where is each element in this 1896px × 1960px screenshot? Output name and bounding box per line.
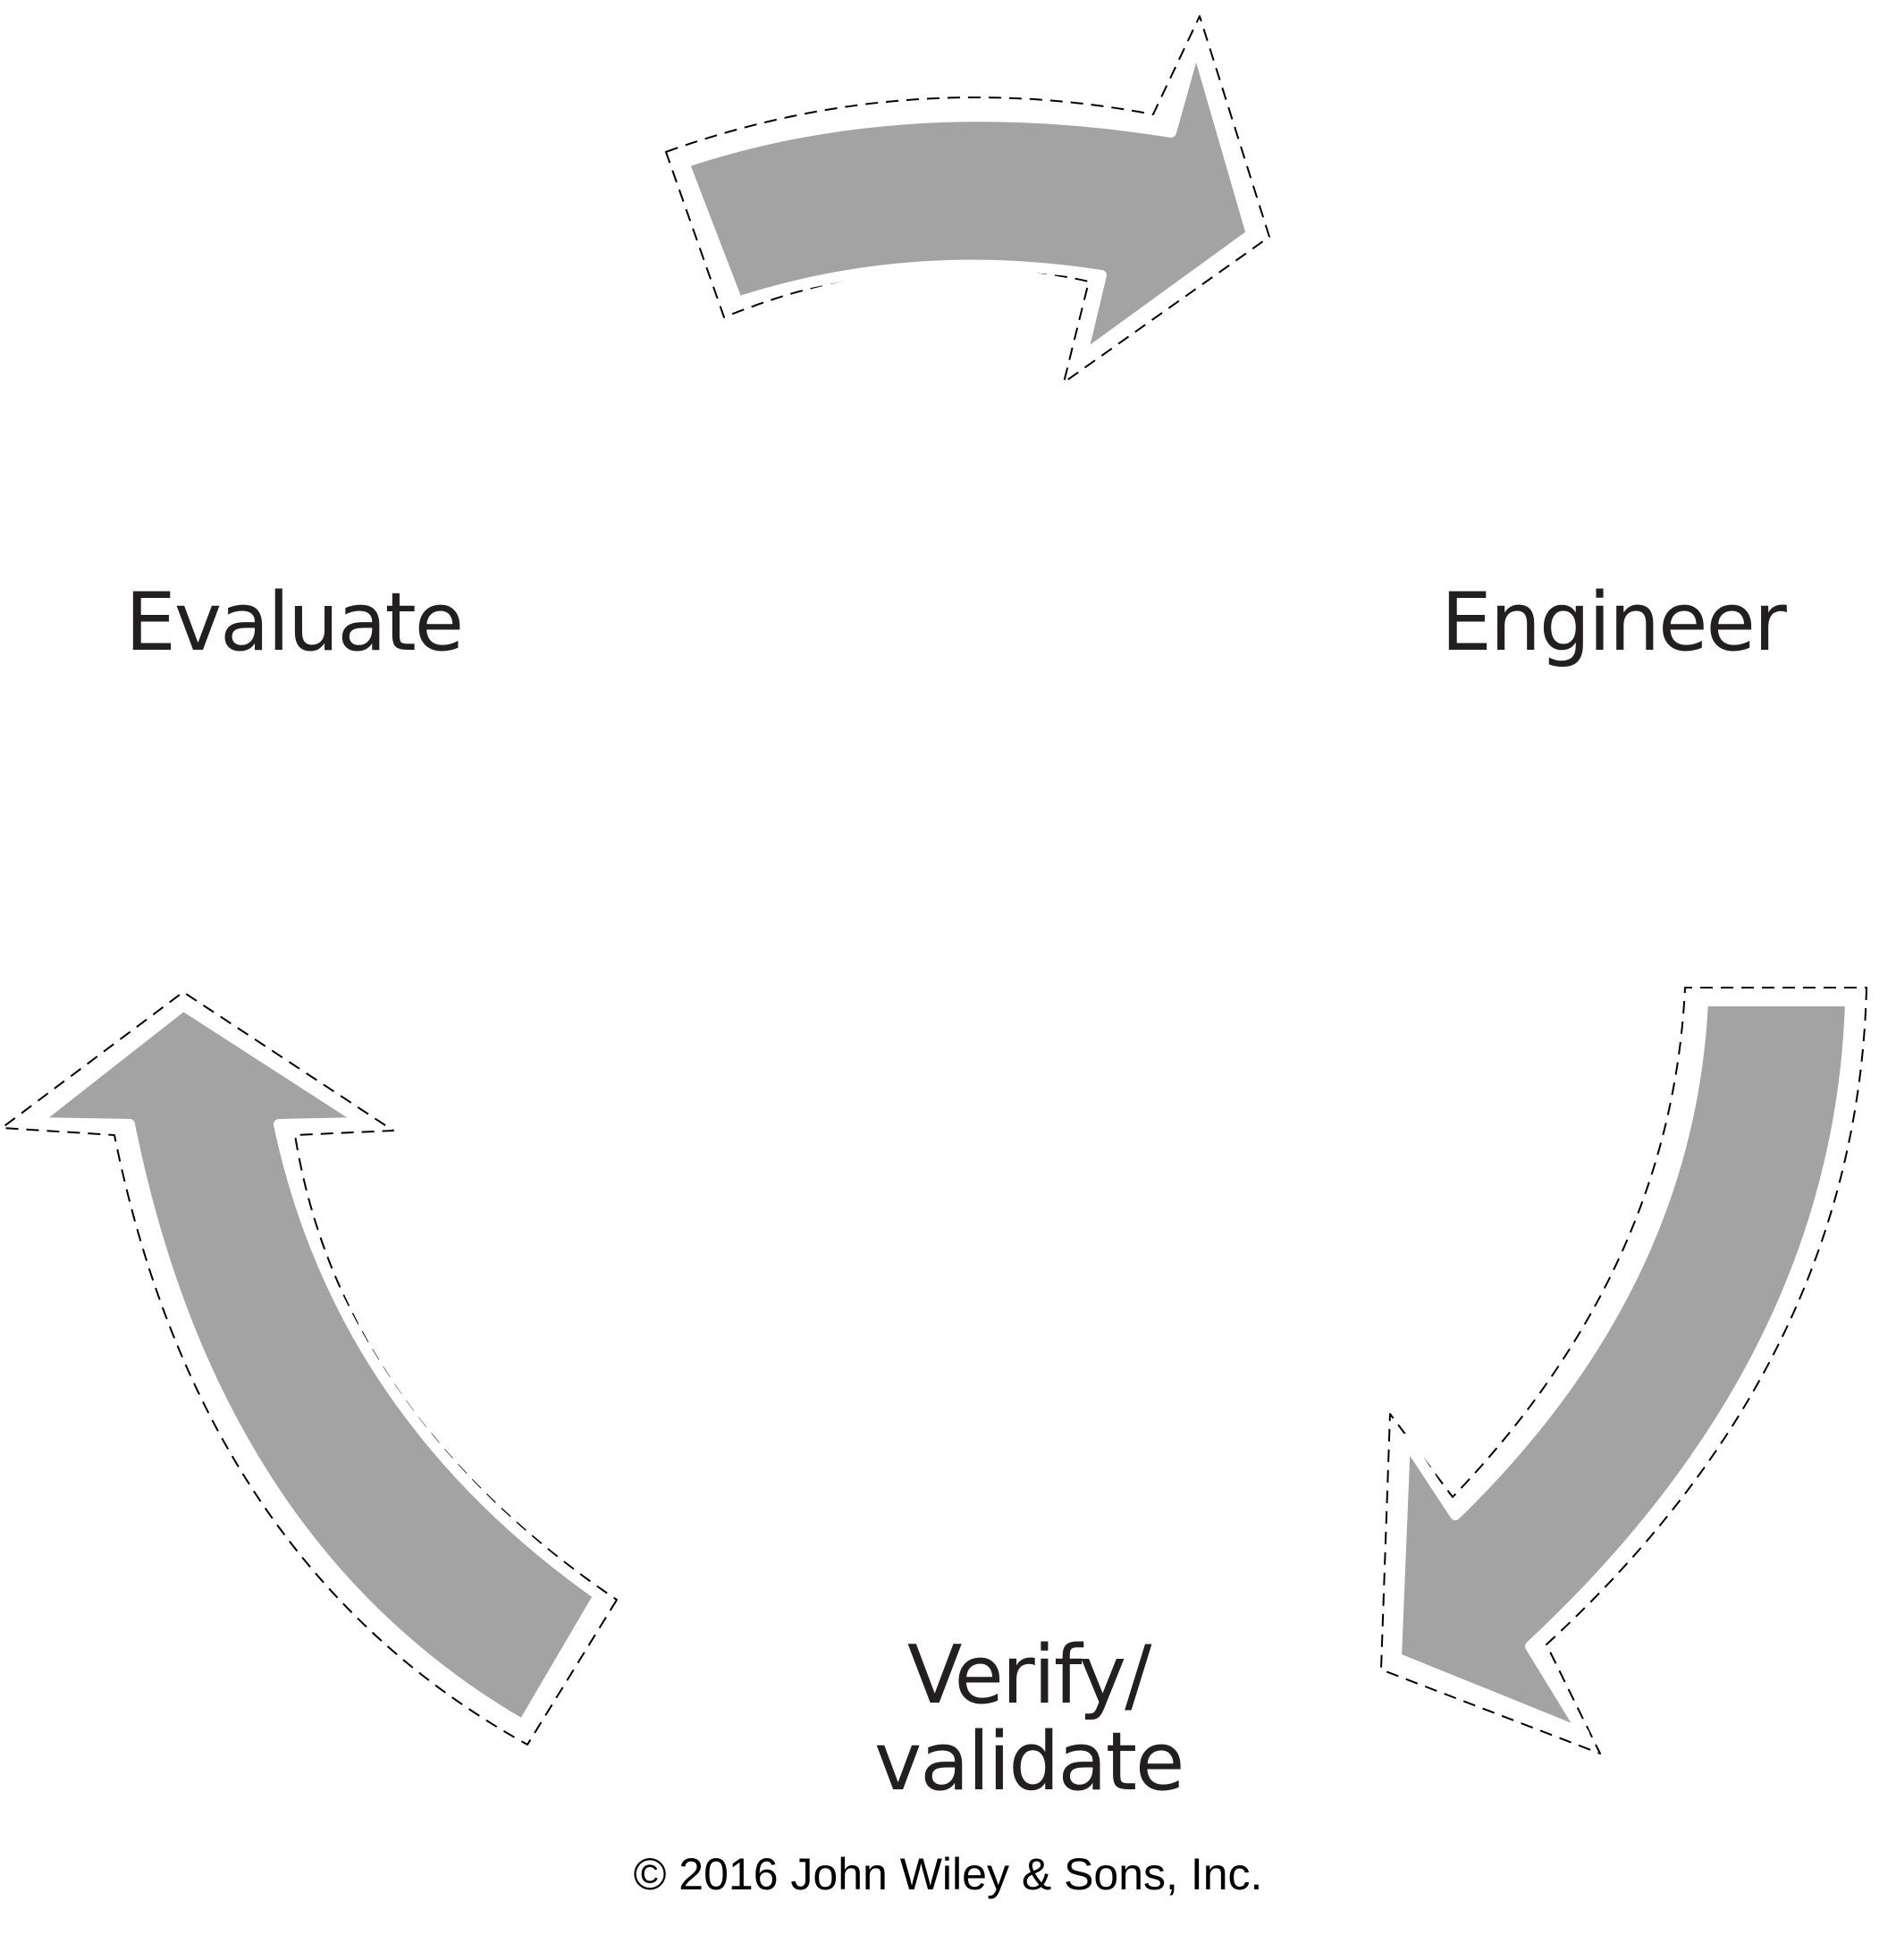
stage-label-verify-validate: Verify/ validate xyxy=(874,1628,1184,1810)
arrow-evaluate-to-engineer xyxy=(665,15,1270,383)
stage-label-engineer: Engineer xyxy=(1441,576,1787,669)
arrow-verify-to-evaluate xyxy=(1,991,618,1745)
stage-label-verify-line1: Verify/ xyxy=(906,1628,1152,1722)
arrow-engineer-to-verify xyxy=(1380,987,1867,1754)
stage-label-evaluate: Evaluate xyxy=(125,576,464,669)
copyright-notice: © 2016 John Wiley & Sons, Inc. xyxy=(633,1849,1263,1899)
stage-label-verify-line2: validate xyxy=(874,1715,1184,1810)
